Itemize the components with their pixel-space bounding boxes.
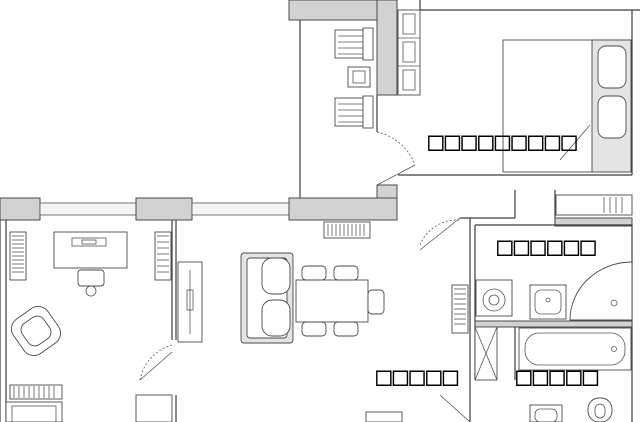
toilet-icon xyxy=(587,397,613,422)
hallway: □□□□□ xyxy=(376,284,469,392)
hall-label: □□□□□ xyxy=(376,362,459,392)
bookshelf-icon xyxy=(9,384,63,400)
cabinet xyxy=(365,411,403,422)
door-swing xyxy=(376,131,416,166)
door-swing xyxy=(419,219,461,246)
tv-stand xyxy=(177,261,203,343)
wall-segment xyxy=(376,0,398,96)
dining-table-icon xyxy=(295,265,385,337)
bathtub-icon xyxy=(518,327,632,371)
bookshelf-icon xyxy=(154,231,172,281)
toilet-room: □□□□□ xyxy=(516,327,632,422)
toilet-label: □□□□□ xyxy=(516,362,599,392)
bedroom: □□□□□□□□□ xyxy=(428,39,632,173)
bedroom-label: □□□□□□□□□ xyxy=(428,127,578,157)
wall-segment xyxy=(474,320,633,328)
cabinet xyxy=(474,326,498,381)
door-leaf xyxy=(376,164,416,186)
wall-segment xyxy=(288,197,398,221)
wall-segment xyxy=(554,217,633,227)
chair-icon xyxy=(333,321,359,337)
door-leaf xyxy=(419,217,461,251)
wall-segment xyxy=(0,197,41,221)
door-swing xyxy=(139,344,173,381)
pillow xyxy=(597,45,627,89)
door-swing-icon xyxy=(139,131,471,422)
radiator-icon xyxy=(451,284,469,334)
chair-icon xyxy=(334,27,374,61)
chair-icon xyxy=(77,269,105,287)
sofa-icon xyxy=(240,252,294,344)
chair-icon xyxy=(367,289,385,315)
sink-icon xyxy=(529,284,567,320)
radiator-icon xyxy=(323,221,371,239)
bookshelf-icon xyxy=(397,9,421,96)
cabinet xyxy=(135,394,173,422)
door-leaf xyxy=(439,394,471,422)
pillow xyxy=(597,95,627,139)
chair-icon xyxy=(333,265,359,281)
radiator-icon xyxy=(555,194,633,216)
washing-machine-icon xyxy=(475,279,513,317)
bed-icon xyxy=(502,39,632,173)
desk-icon xyxy=(347,66,371,88)
chair-icon xyxy=(301,265,327,281)
shower-icon xyxy=(569,261,633,321)
chair-icon xyxy=(301,321,327,337)
cabinet xyxy=(5,401,63,422)
chair-icon xyxy=(334,95,374,129)
door-leaf xyxy=(139,351,173,381)
upper-room-furniture xyxy=(334,9,421,129)
sink-icon xyxy=(529,404,563,422)
living-room xyxy=(135,221,403,422)
bathroom: □□□□□□ xyxy=(475,232,633,321)
bathroom-label: □□□□□□ xyxy=(497,232,597,262)
window xyxy=(191,202,290,216)
desk-icon xyxy=(53,231,128,297)
wall-segment xyxy=(135,197,193,221)
bookshelf-icon xyxy=(9,231,27,281)
study xyxy=(5,231,172,422)
window xyxy=(39,202,137,216)
armchair-icon xyxy=(11,306,61,356)
